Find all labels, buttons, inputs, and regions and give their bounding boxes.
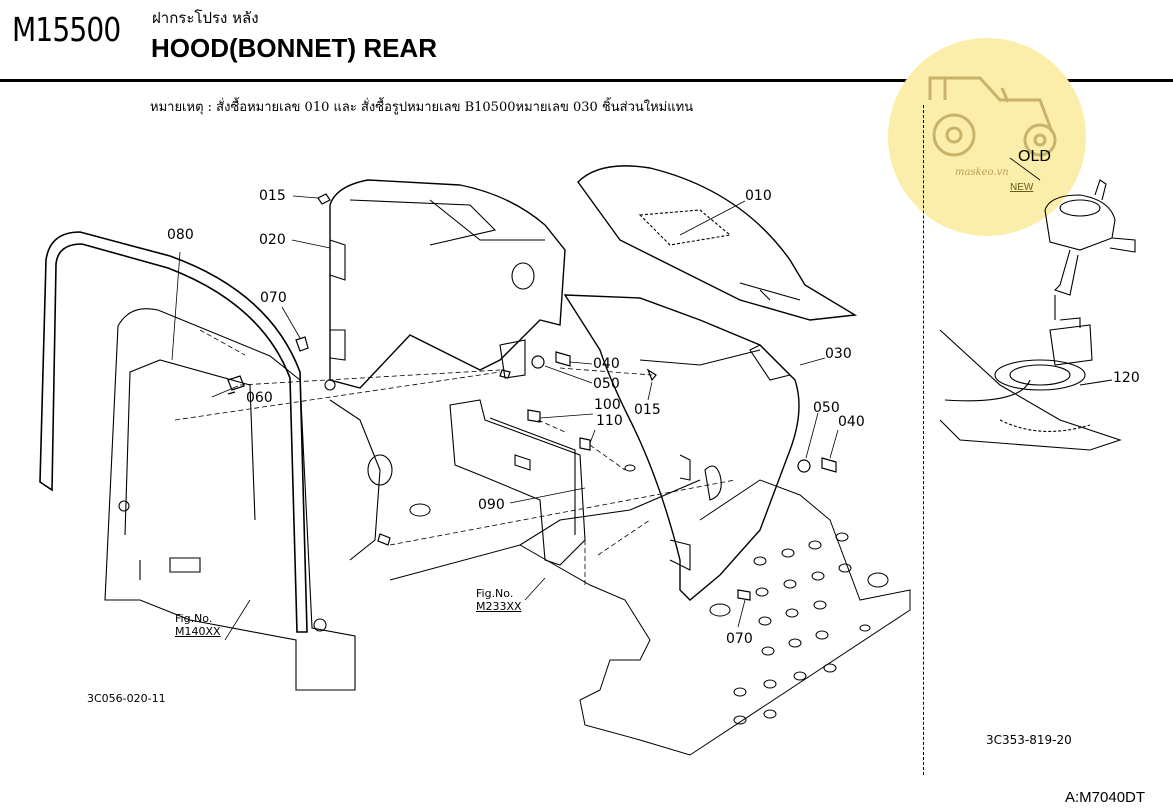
watermark-text: maskeo.vn: [955, 167, 1009, 178]
fig-ref-m233-label: Fig.No.: [476, 587, 514, 600]
callout-090: 090: [478, 497, 505, 513]
callout-050-right: 050: [813, 400, 840, 416]
part-group-code: M15500: [12, 10, 121, 49]
callout-060: 060: [246, 390, 273, 406]
tractor-icon: [928, 76, 1057, 157]
fig-ref-m140-number: M140XX: [175, 625, 221, 638]
title-thai: ฝากระโปรง หลัง: [152, 9, 259, 27]
new-label: NEW: [1010, 182, 1034, 193]
callout-070: 070: [260, 290, 287, 306]
fig-ref-m140-label: Fig.No.: [175, 612, 213, 625]
diagram-id-main: 3C056-020-11: [87, 692, 166, 705]
callout-015-lower: 015: [634, 402, 661, 418]
callout-120: 120: [1113, 370, 1140, 386]
callout-040: 040: [593, 356, 620, 372]
fig-ref-m140: Fig.No. M140XX: [175, 612, 221, 638]
fig-ref-m233-number: M233XX: [476, 600, 522, 613]
diagram-id-inset: 3C353-819-20: [986, 733, 1072, 747]
callout-080: 080: [167, 227, 194, 243]
callout-040-right: 040: [838, 414, 865, 430]
inset-divider: [923, 105, 924, 775]
page-title: HOOD(BONNET) REAR: [151, 33, 437, 63]
order-note: หมายเหตุ : สั่งซื้อหมายเลข 010 และ สั่งซ…: [150, 100, 694, 115]
callout-015: 015: [259, 188, 286, 204]
callout-100: 100: [594, 397, 621, 413]
callout-110: 110: [596, 413, 623, 429]
callout-050: 050: [593, 376, 620, 392]
header-rule: [0, 79, 1173, 82]
old-label: OLD: [1018, 148, 1051, 165]
callout-020: 020: [259, 232, 286, 248]
callout-070-lower: 070: [726, 631, 753, 647]
callout-010: 010: [745, 188, 772, 204]
callout-030: 030: [825, 346, 852, 362]
fig-ref-m233: Fig.No. M233XX: [476, 587, 522, 613]
page-code: A:M7040DT: [1065, 789, 1146, 806]
